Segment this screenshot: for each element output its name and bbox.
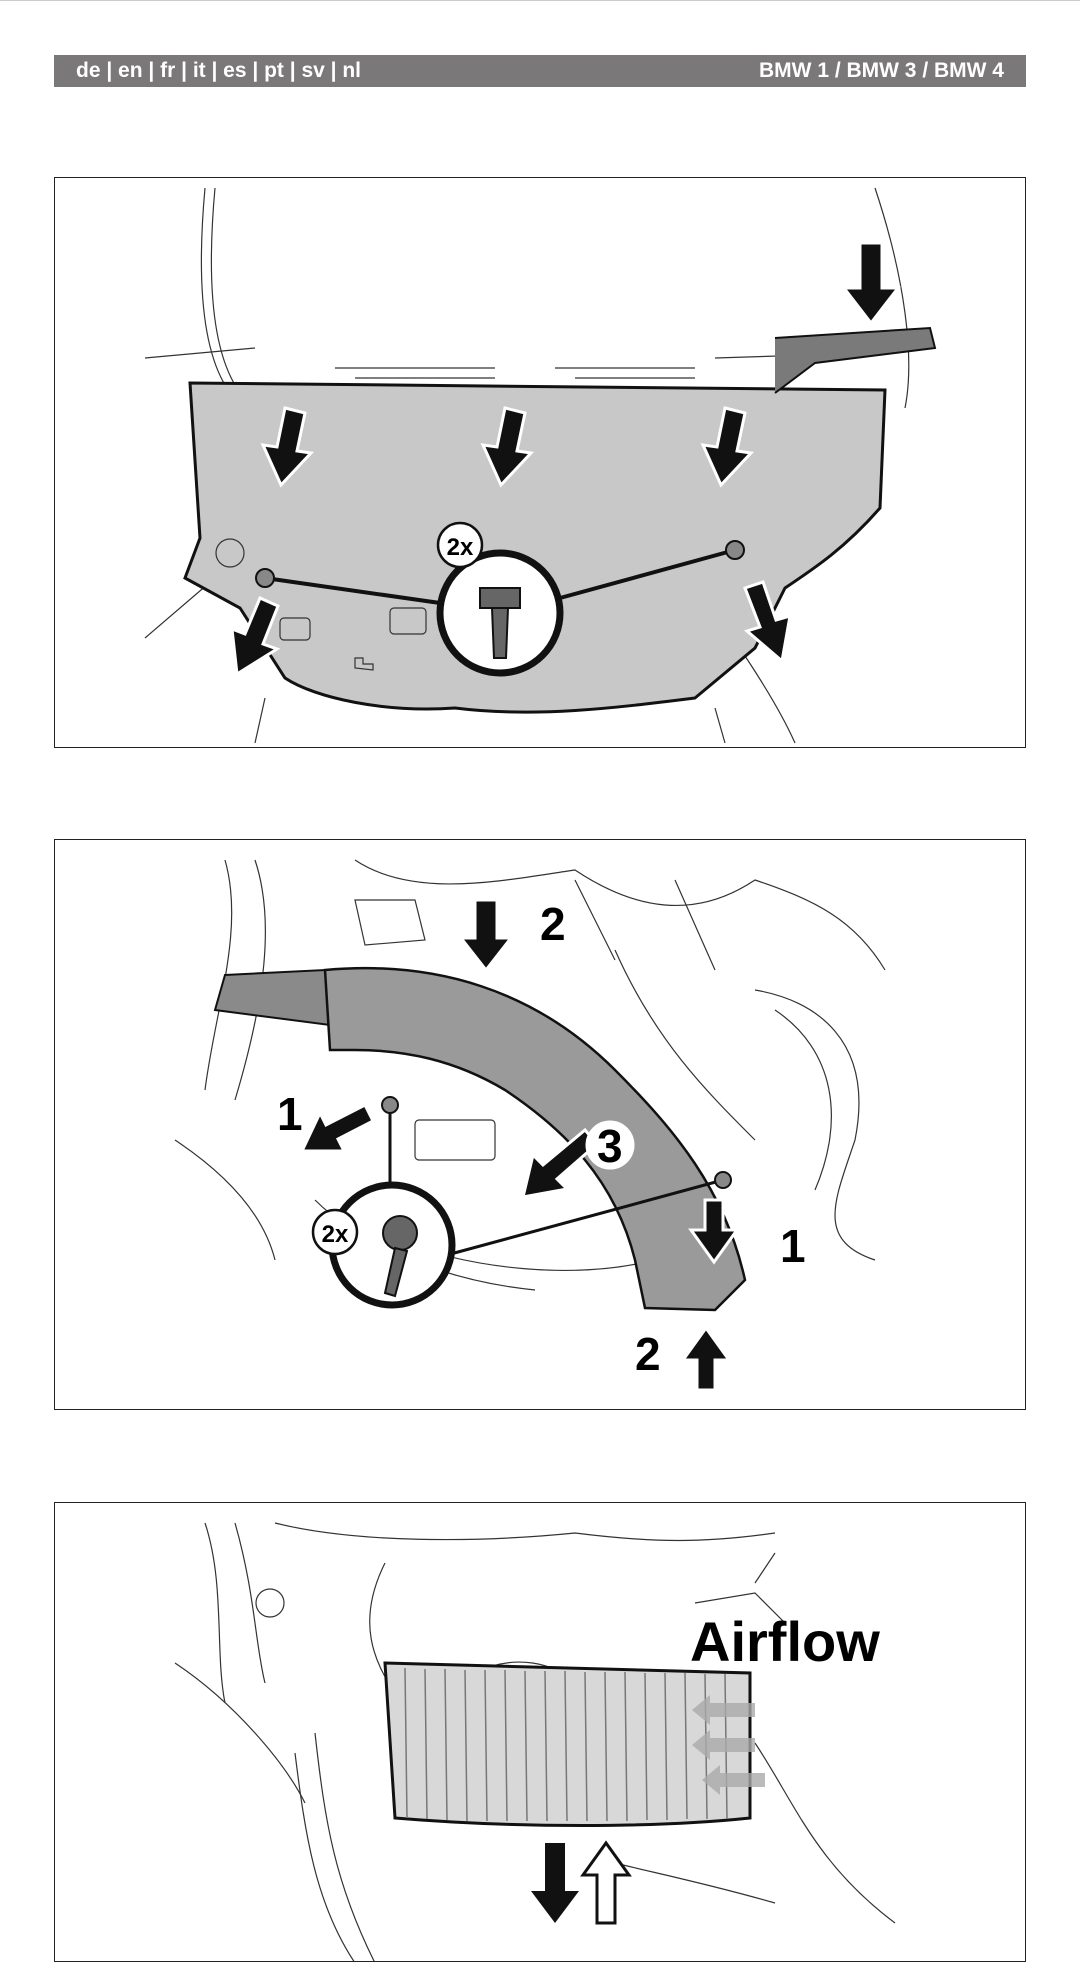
step-label-3: 3 (597, 1120, 623, 1172)
step-label-1-right: 1 (780, 1220, 806, 1272)
quantity-label: 2x (447, 534, 474, 561)
page-header: de | en | fr | it | es | pt | sv | nl BM… (54, 55, 1026, 87)
airflow-label: Airflow (690, 1610, 880, 1673)
illustration-step-1-underbody-cover: 2x (54, 177, 1026, 748)
push-arrows (230, 241, 902, 677)
illustration-step-2-air-duct: 2 1 3 1 2 2x (54, 839, 1026, 1410)
quantity-label: 2x (322, 1221, 349, 1248)
illustration-step-3-cabin-filter: Airflow (54, 1502, 1026, 1962)
cabin-filter (383, 1661, 752, 1827)
step-label-2-bottom: 2 (635, 1328, 661, 1380)
language-list: de | en | fr | it | es | pt | sv | nl (76, 59, 362, 82)
top-divider (0, 0, 1080, 1)
airflow-arrows (692, 1695, 765, 1795)
step-label-1-left: 1 (277, 1088, 303, 1140)
step-label-2-top: 2 (540, 898, 566, 950)
vehicle-models: BMW 1 / BMW 3 / BMW 4 (759, 59, 1004, 82)
